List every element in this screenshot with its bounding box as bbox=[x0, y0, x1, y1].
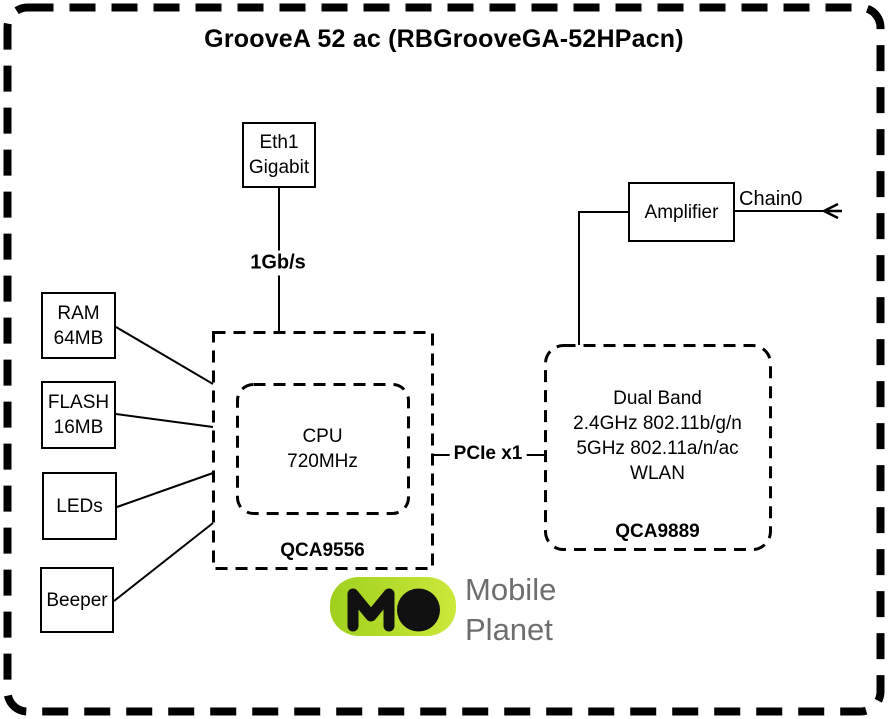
link-leds-cpu bbox=[116, 472, 214, 508]
amplifier-block: Amplifier bbox=[628, 182, 735, 242]
cpu-core-text: CPU 720MHz bbox=[237, 384, 408, 513]
cpu-label-line2: 720MHz bbox=[287, 450, 358, 472]
wlan-label-line1: Dual Band bbox=[613, 388, 702, 409]
ram-label-line1: RAM bbox=[57, 302, 100, 324]
beeper-label: Beeper bbox=[46, 589, 108, 611]
flash-label-line1: FLASH bbox=[47, 392, 110, 413]
link-beeper-cpu bbox=[113, 522, 214, 602]
ram-block: RAM 64MB bbox=[41, 292, 116, 359]
amplifier-label: Amplifier bbox=[644, 201, 719, 223]
ram-label-line2: 64MB bbox=[53, 327, 104, 349]
mobile-planet-wordmark: Mobile Planet bbox=[465, 570, 556, 650]
chain0-label: Chain0 bbox=[739, 188, 803, 210]
cpu-dashed-box bbox=[212, 331, 434, 570]
wlan-text: Dual Band 2.4GHz 802.11b/g/n 5GHz 802.11… bbox=[545, 386, 770, 486]
link-ram-cpu bbox=[115, 326, 214, 385]
flash-block: FLASH 16MB bbox=[41, 381, 116, 449]
wlan-label-line2: 2.4GHz 802.11b/g/n bbox=[573, 413, 742, 434]
cpu-label-line1: CPU bbox=[302, 425, 343, 447]
flash-label-line2: 16MB bbox=[53, 417, 104, 438]
leds-label: LEDs bbox=[56, 495, 103, 517]
eth-speed-label: 1Gb/s bbox=[246, 250, 310, 276]
wlan-label-line3: 5GHz 802.11a/n/ac bbox=[576, 438, 739, 459]
logo-word-line2: Planet bbox=[465, 612, 553, 647]
link-wlan-amplifier bbox=[578, 211, 628, 345]
cpu-core-dashed-box bbox=[236, 383, 410, 515]
eth1-block: Eth1 Gigabit bbox=[242, 122, 316, 188]
mobile-planet-monogram-icon bbox=[347, 588, 440, 632]
beeper-block: Beeper bbox=[40, 567, 114, 633]
wlan-label-line4: WLAN bbox=[630, 463, 685, 484]
leds-block: LEDs bbox=[42, 472, 117, 540]
logo-word-line1: Mobile bbox=[465, 572, 557, 607]
wlan-chip-name: QCA9889 bbox=[615, 521, 700, 542]
wlan-dashed-box bbox=[544, 344, 772, 551]
mobile-planet-badge bbox=[330, 577, 456, 636]
cpu-chip-name: QCA9556 bbox=[280, 540, 365, 561]
antenna-icon bbox=[823, 202, 842, 220]
eth1-label-line2: Gigabit bbox=[248, 157, 310, 178]
eth1-label-line1: Eth1 bbox=[259, 132, 299, 153]
pcie-label: PCIe x1 bbox=[449, 442, 527, 466]
outer-dashed-frame bbox=[3, 3, 885, 716]
link-flash-cpu bbox=[115, 413, 214, 428]
diagram-title: GrooveA 52 ac (RBGrooveGA-52HPacn) bbox=[204, 25, 684, 53]
